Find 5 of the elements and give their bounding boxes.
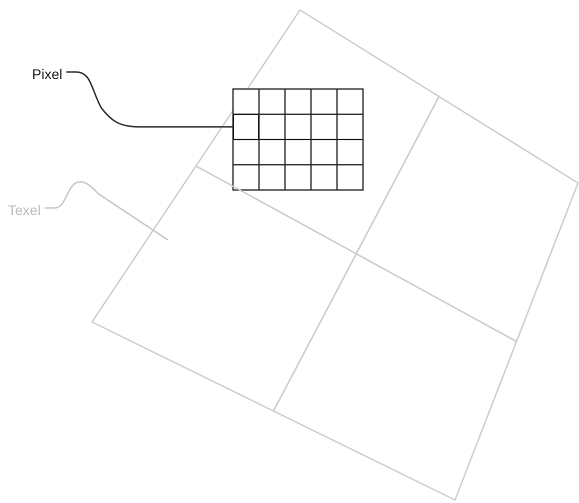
leader-line (44, 181, 168, 241)
leader-line (66, 71, 233, 128)
texel-label: Texel (8, 202, 41, 218)
pixel-label: Pixel (32, 66, 62, 82)
pixel-cell (233, 114, 259, 140)
